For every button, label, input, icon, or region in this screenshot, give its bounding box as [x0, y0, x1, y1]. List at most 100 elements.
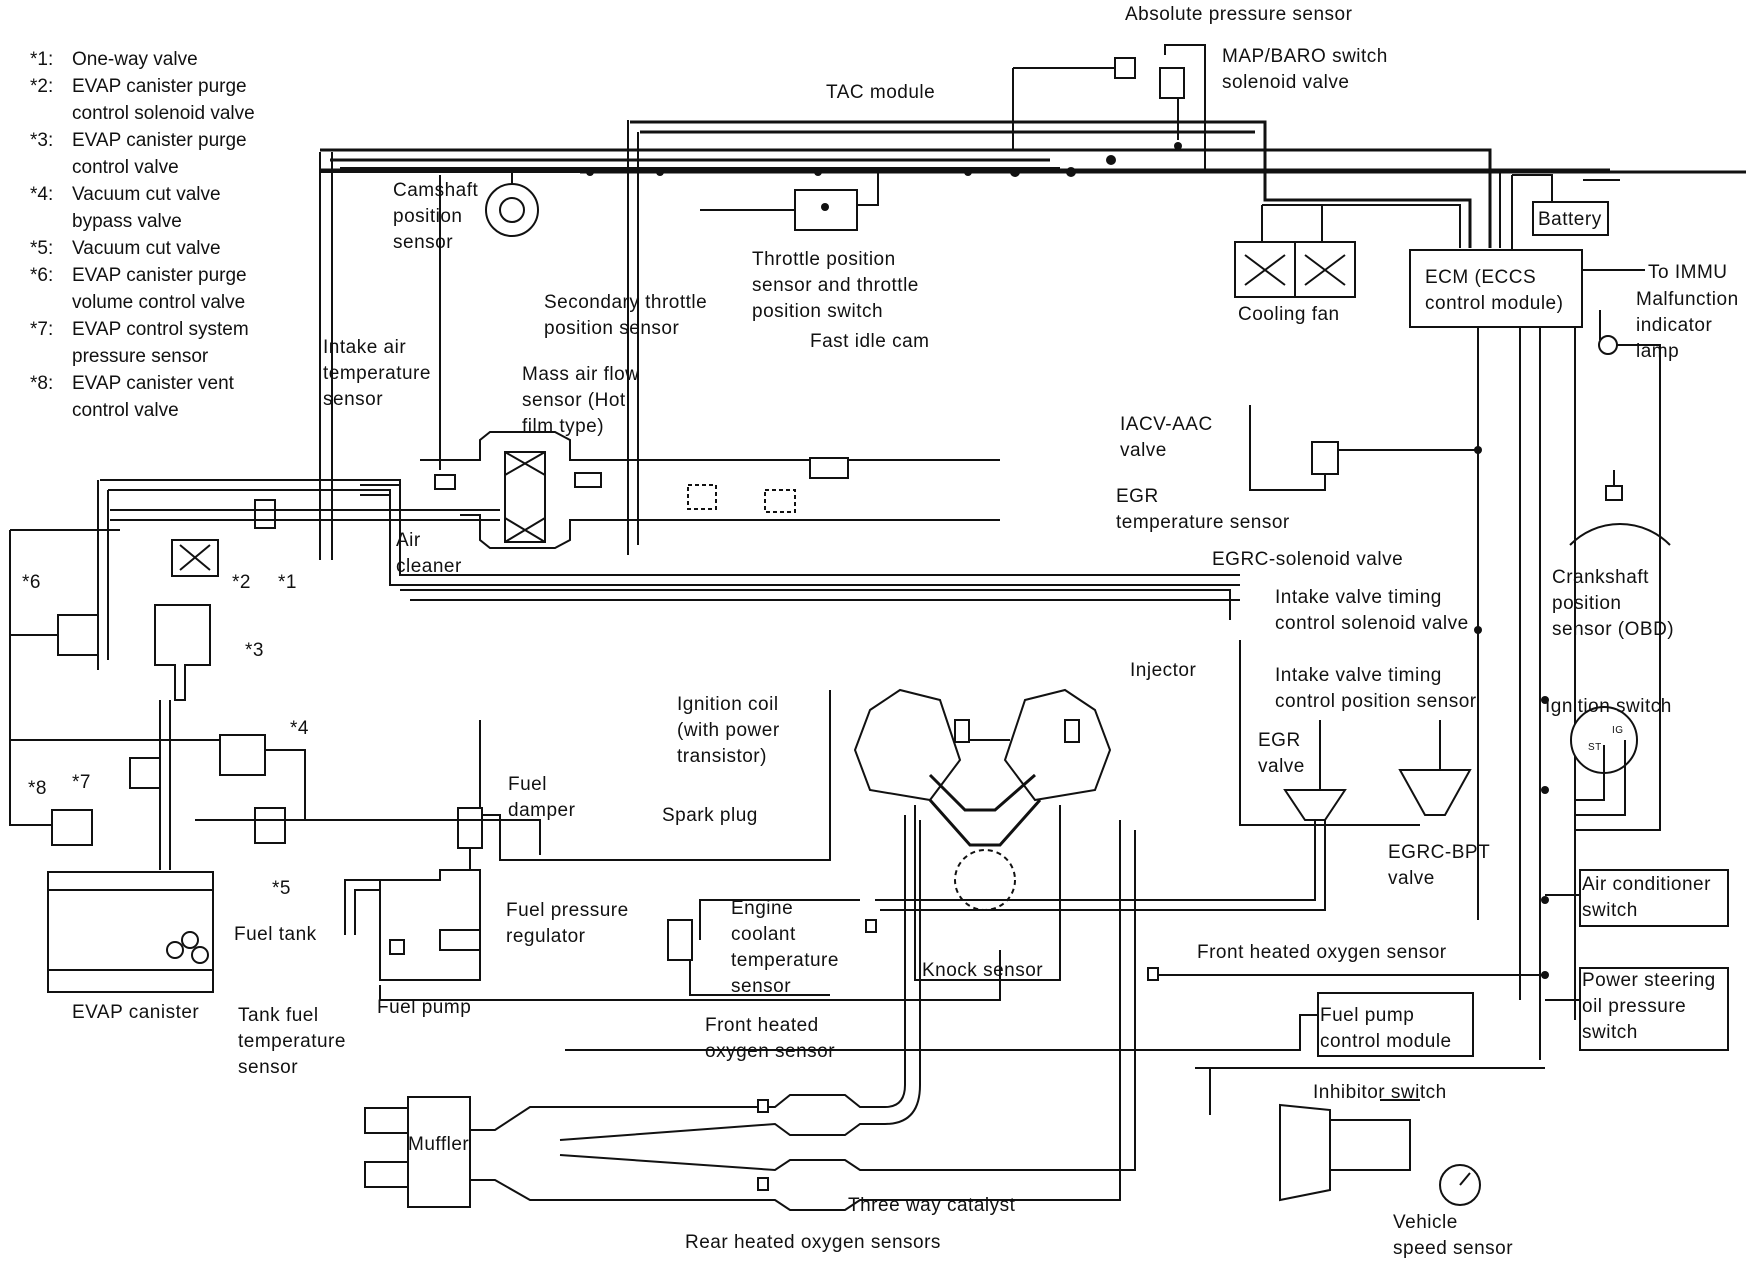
- label-air-cleaner: Air cleaner: [396, 530, 462, 577]
- label-fuel-tank: Fuel tank: [234, 924, 317, 945]
- label-front-ho2s-right: Front heated oxygen sensor: [1197, 942, 1447, 963]
- label-intake-air-temp-sensor: Intake air temperature sensor: [323, 337, 431, 410]
- evap-components: [9, 479, 541, 870]
- label-egrc-solenoid-valve: EGRC-solenoid valve: [1212, 549, 1404, 570]
- label-ignition-coil: Ignition coil (with power transistor): [677, 694, 780, 767]
- legend-key: *1:: [30, 49, 54, 70]
- harness-right: [1474, 172, 1549, 1000]
- label-power-steering-switch: Power steering oil pressure switch: [1582, 970, 1716, 1043]
- legend-key: *4:: [30, 184, 54, 205]
- legend-key: *6:: [30, 265, 54, 286]
- camshaft-sensor-symbol: [485, 172, 539, 237]
- legend-item: *1: One-way valve: [30, 46, 255, 73]
- label-front-ho2s-left: Front heated oxygen sensor: [705, 1015, 836, 1062]
- legend-text: Vacuum cut valve: [72, 238, 221, 259]
- legend-item: *3: EVAP canister purge control valve: [30, 127, 255, 181]
- transmission-symbol: [1279, 1099, 1481, 1206]
- exhaust-system: [364, 815, 1159, 1211]
- signal-bus: [320, 142, 1500, 177]
- legend-text: EVAP canister purge control valve: [72, 130, 247, 178]
- label-iacv-aac-valve: IACV-AAC valve: [1120, 414, 1213, 461]
- callout-7: *7: [72, 772, 91, 793]
- label-egrc-bpt-valve: EGRC-BPT valve: [1388, 842, 1491, 889]
- label-fuel-pressure-regulator: Fuel pressure regulator: [506, 900, 629, 947]
- label-engine-coolant-sensor: Engine coolant temperature sensor: [731, 898, 839, 997]
- fuel-system: [47, 690, 1001, 1001]
- label-fuel-damper: Fuel damper: [508, 774, 576, 821]
- legend-key: *2:: [30, 76, 54, 97]
- callout-2: *2: [232, 572, 251, 593]
- cooling-fan-symbol: [1234, 204, 1461, 298]
- legend-item: *7: EVAP control system pressure sensor: [30, 316, 255, 370]
- legend-text: Vacuum cut valve bypass valve: [72, 184, 221, 232]
- label-injector: Injector: [1130, 660, 1197, 681]
- legend-item: *8: EVAP canister vent control valve: [30, 370, 255, 424]
- right-switch-boxes: [1545, 869, 1729, 1051]
- callout-8: *8: [28, 778, 47, 799]
- label-egr-temp-sensor: EGR temperature sensor: [1116, 486, 1290, 533]
- legend-text: One-way valve: [72, 49, 198, 70]
- legend-item: *5: Vacuum cut valve: [30, 235, 255, 262]
- tac-module-symbol: [700, 172, 879, 231]
- legend-text: EVAP canister vent control valve: [72, 373, 234, 421]
- label-evap-canister: EVAP canister: [72, 1002, 200, 1023]
- ignition-switch-symbol: [1570, 706, 1638, 816]
- label-tank-fuel-temp-sensor: Tank fuel temperature sensor: [238, 1005, 346, 1078]
- harness-left: [319, 120, 639, 560]
- label-ignition-switch: Ignition switch: [1545, 696, 1672, 717]
- callout-6: *6: [22, 572, 41, 593]
- label-cooling-fan: Cooling fan: [1238, 304, 1340, 325]
- legend-item: *2: EVAP canister purge control solenoid …: [30, 73, 255, 127]
- label-fuel-pump-control-module: Fuel pump control module: [1320, 1005, 1452, 1052]
- callout-1: *1: [278, 572, 297, 593]
- legend-key: *5:: [30, 238, 54, 259]
- label-ecm: ECM (ECCS control module): [1425, 267, 1564, 314]
- label-inhibitor-switch: Inhibitor switch: [1313, 1082, 1447, 1103]
- label-spark-plug: Spark plug: [662, 805, 758, 826]
- callout-5: *5: [272, 878, 291, 899]
- label-ivt-solenoid-valve: Intake valve timing control solenoid val…: [1275, 587, 1469, 634]
- label-rear-ho2s: Rear heated oxygen sensors: [685, 1232, 941, 1253]
- label-knock-sensor: Knock sensor: [922, 960, 1044, 981]
- callout-3: *3: [245, 640, 264, 661]
- label-fuel-pump: Fuel pump: [377, 997, 472, 1018]
- label-three-way-catalyst: Three way catalyst: [848, 1195, 1016, 1216]
- legend-item: *6: EVAP canister purge volume control va…: [30, 262, 255, 316]
- egrc-solenoid-symbol: [1249, 405, 1478, 491]
- label-ivt-position-sensor: Intake valve timing control position sen…: [1275, 665, 1477, 712]
- label-absolute-pressure-sensor: Absolute pressure sensor: [1125, 4, 1353, 25]
- fuel-pump-control-box: [565, 974, 1545, 1115]
- label-malfunction-lamp: Malfunction indicator lamp: [1636, 289, 1739, 362]
- label-muffler: Muffler: [408, 1134, 470, 1155]
- legend-key: *7:: [30, 319, 54, 340]
- air-intake: [360, 431, 1240, 620]
- label-egr-valve: EGR valve: [1258, 730, 1305, 777]
- callout-4: *4: [290, 718, 309, 739]
- label-mass-air-flow-sensor: Mass air flow sensor (Hot film type): [522, 364, 640, 437]
- label-ignition-st: ST: [1588, 742, 1602, 753]
- legend-key: *3:: [30, 130, 54, 151]
- legend-item: *4: Vacuum cut valve bypass valve: [30, 181, 255, 235]
- egr-valves-symbol: [875, 640, 1472, 911]
- ecm-area: [1409, 174, 1661, 1060]
- legend-text: EVAP control system pressure sensor: [72, 319, 249, 367]
- map-baro-symbol: [1012, 44, 1206, 172]
- engine-block-symbol: [853, 688, 1112, 981]
- label-throttle-position-sensor: Throttle position sensor and throttle po…: [752, 249, 919, 322]
- component-legend: *1: One-way valve *2: EVAP canister purge …: [30, 46, 255, 424]
- legend-text: EVAP canister purge volume control valve: [72, 265, 247, 313]
- crankshaft-sensor-symbol: [1569, 470, 1671, 546]
- label-map-baro-switch: MAP/BARO switch solenoid valve: [1222, 46, 1388, 93]
- label-battery: Battery: [1538, 209, 1602, 230]
- legend-key: *8:: [30, 373, 54, 394]
- label-vehicle-speed-sensor: Vehicle speed sensor: [1393, 1212, 1514, 1259]
- label-crankshaft-sensor: Crankshaft position sensor (OBD): [1552, 567, 1675, 640]
- label-camshaft-sensor: Camshaft position sensor: [393, 180, 479, 253]
- label-secondary-throttle-sensor: Secondary throttle position sensor: [544, 292, 708, 339]
- label-ignition-ig: IG: [1612, 725, 1624, 736]
- label-air-conditioner-switch: Air conditioner switch: [1582, 874, 1711, 921]
- legend-text: EVAP canister purge control solenoid val…: [72, 76, 255, 124]
- label-tac-module: TAC module: [826, 82, 936, 103]
- label-to-immu: To IMMU: [1648, 262, 1728, 283]
